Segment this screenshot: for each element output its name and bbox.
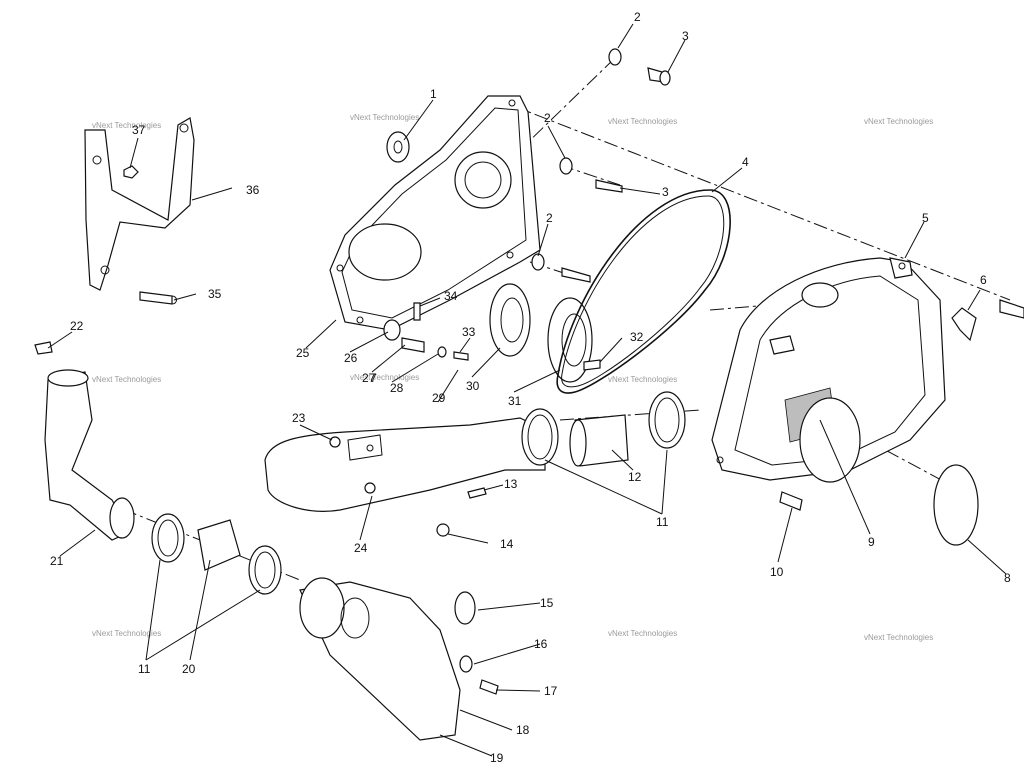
- callout-35: 35: [208, 287, 222, 301]
- callout-2: 2: [544, 111, 551, 125]
- outer-belt-cover: [711, 257, 946, 483]
- callout-1: 1: [430, 87, 437, 101]
- inlet-duct: [264, 417, 546, 512]
- bolt-7: [999, 299, 1024, 319]
- callout-27: 27: [362, 371, 376, 385]
- fastener-22: [34, 341, 53, 355]
- callout-28: 28: [390, 381, 404, 395]
- watermark: vNext Technologies: [92, 121, 161, 130]
- outlet-duct: [44, 369, 135, 541]
- hose-clamps-inlet: [521, 391, 686, 467]
- callout-7: 7: [370, 371, 377, 385]
- callout-3: 3: [662, 185, 669, 199]
- callout-34: 34: [444, 289, 458, 303]
- callout-22: 22: [70, 319, 84, 333]
- watermark: vNext Technologies: [350, 113, 419, 122]
- callout-11: 11: [656, 515, 669, 529]
- callout-5: 5: [922, 211, 929, 225]
- watermark: vNext Technologies: [608, 629, 677, 638]
- callout-13: 13: [504, 477, 518, 491]
- callout-21: 21: [50, 554, 64, 568]
- callout-18: 18: [516, 723, 530, 737]
- callout-32: 32: [630, 330, 644, 344]
- centerline-inlet: [559, 409, 701, 421]
- callout-6: 6: [980, 273, 987, 287]
- callout-2: 2: [546, 211, 553, 225]
- callout-19: 19: [490, 751, 504, 765]
- callout-20: 20: [182, 662, 196, 676]
- watermark: vNext Technologies: [864, 117, 933, 126]
- watermark: vNext Technologies: [608, 375, 677, 384]
- callout-25: 25: [296, 346, 310, 360]
- callout-29: 29: [432, 391, 446, 405]
- seal-30: [489, 283, 531, 357]
- callout-17: 17: [544, 684, 558, 698]
- watermark: vNext Technologies: [864, 633, 933, 642]
- callout-2: 2: [634, 10, 641, 24]
- watermark: vNext Technologies: [92, 375, 161, 384]
- lower-duct: [299, 577, 461, 741]
- callout-37: 37: [132, 123, 146, 137]
- callout-4: 4: [742, 155, 749, 169]
- clip-6: [951, 307, 977, 342]
- hardware-lower: [454, 591, 499, 695]
- callout-11: 11: [138, 662, 151, 676]
- plate-31: [547, 297, 593, 383]
- centerline-upper: [519, 57, 616, 151]
- washer-1: [386, 131, 410, 163]
- callout-16: 16: [534, 637, 548, 651]
- leader-lines: [47, 23, 1007, 757]
- callout-labels: 1 2 3 2 3 4 2 5 6 7 8 9 10 11 12 13 14 1…: [50, 10, 1011, 765]
- gasket-8: [933, 464, 979, 546]
- watermark: vNext Technologies: [92, 629, 161, 638]
- callout-24: 24: [354, 541, 368, 555]
- callout-36: 36: [246, 183, 260, 197]
- callout-12: 12: [628, 470, 642, 484]
- callout-3: 3: [682, 29, 689, 43]
- drive-belt: [556, 189, 731, 394]
- callout-33: 33: [462, 325, 476, 339]
- watermark: vNext Technologies: [350, 373, 419, 382]
- callout-15: 15: [540, 596, 554, 610]
- callout-10: 10: [770, 565, 784, 579]
- callout-26: 26: [344, 351, 358, 365]
- callout-23: 23: [292, 411, 306, 425]
- inner-belt-cover: [329, 95, 541, 331]
- fasteners-cluster: [383, 302, 469, 361]
- mounting-bracket: [84, 117, 195, 305]
- screw-10: [779, 491, 803, 511]
- hardware-upper: [531, 48, 671, 283]
- small-hardware: [329, 436, 487, 537]
- watermark: vNext Technologies: [608, 117, 677, 126]
- bolt-32: [583, 359, 601, 371]
- centerline-main: [487, 95, 1011, 301]
- callout-14: 14: [500, 537, 514, 551]
- hose-clamps-outlet: [151, 513, 282, 595]
- callout-9: 9: [868, 535, 875, 549]
- callout-30: 30: [466, 379, 480, 393]
- callout-31: 31: [508, 394, 522, 408]
- callout-8: 8: [1004, 571, 1011, 585]
